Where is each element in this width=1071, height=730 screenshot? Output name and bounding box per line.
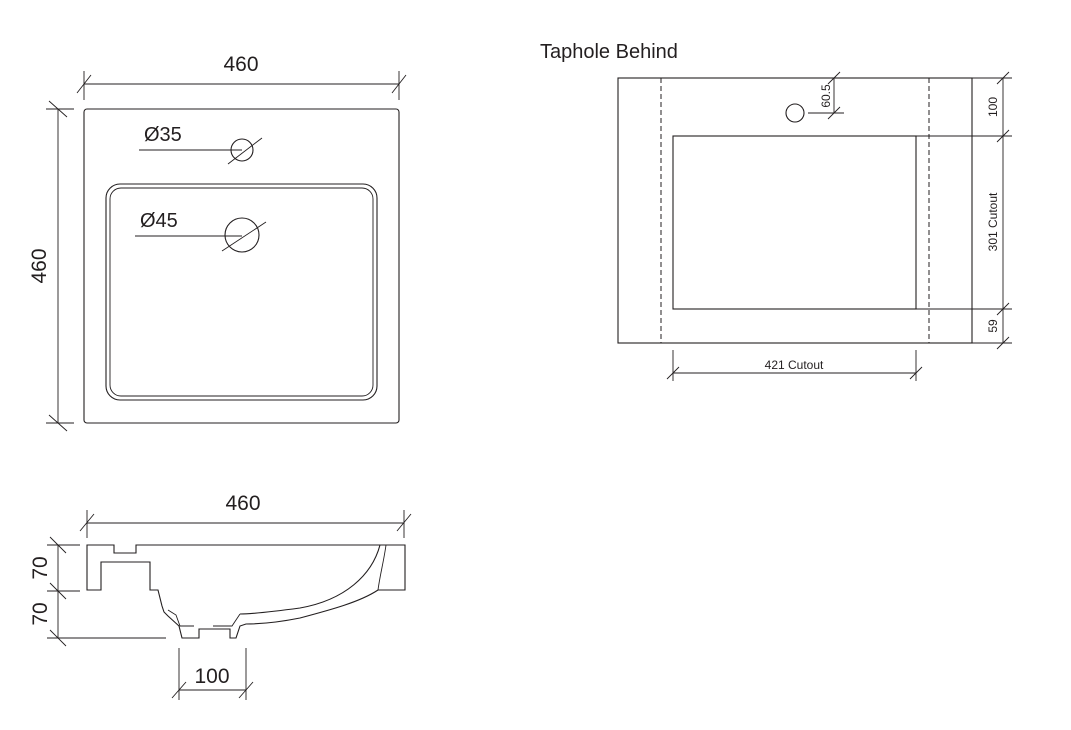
cutout-view-title: Taphole Behind: [540, 41, 678, 63]
cutout-tap-hole: [785, 103, 805, 123]
top-width-dimension: 460: [76, 53, 407, 100]
tap-hole-leader-tick: [227, 137, 263, 165]
bowl-outline-outer: [105, 183, 378, 401]
bowl-section-curve: [239, 544, 381, 615]
section-waste-dimension: 100: [171, 648, 254, 700]
top-view: Ø35 Ø45 460 460: [28, 53, 407, 432]
section-waste-width-label: 100: [194, 665, 229, 688]
waste-hole: [224, 217, 260, 253]
cutout-rectangle: [672, 135, 917, 310]
waste-outlet-left: [167, 609, 194, 627]
basin-outline: [83, 108, 400, 424]
taphole-offset-label: 60.5: [819, 84, 833, 108]
countertop-outline: [617, 77, 973, 344]
cutout-height-label: 301 Cutout: [986, 192, 1000, 251]
cutout-width-label: 421 Cutout: [765, 358, 824, 372]
bowl-outline-inner: [109, 187, 374, 397]
section-height-dimensions: 70 70: [29, 536, 166, 647]
waste-hole-diameter-label: Ø45: [140, 210, 178, 232]
taphole-offset-dimension: 60.5: [808, 71, 844, 120]
bottom-margin-label: 59: [986, 319, 1000, 333]
top-width-label: 460: [223, 53, 258, 76]
section-width-label: 460: [225, 492, 260, 515]
waste-outlet-right: [213, 613, 241, 627]
tap-hole-diameter-label: Ø35: [144, 124, 182, 146]
basin-section-profile: [86, 544, 406, 639]
waste-hole-leader-tick: [221, 221, 267, 252]
top-height-label: 460: [28, 248, 51, 283]
cutout-vertical-dimensions: 100 301 Cutout 59: [916, 71, 1012, 350]
section-upper-height-label: 70: [29, 556, 52, 579]
bowl-rim-line: [377, 544, 387, 591]
top-height-dimension: 460: [28, 100, 74, 432]
cutout-view: Taphole Behind 60.5 100: [540, 41, 1012, 381]
section-width-dimension: 460: [79, 492, 412, 538]
cutout-width-dimension: 421 Cutout: [666, 350, 923, 381]
section-view: 460 70 70 100: [29, 492, 412, 700]
section-lower-height-label: 70: [29, 602, 52, 625]
top-margin-label: 100: [986, 97, 1000, 117]
